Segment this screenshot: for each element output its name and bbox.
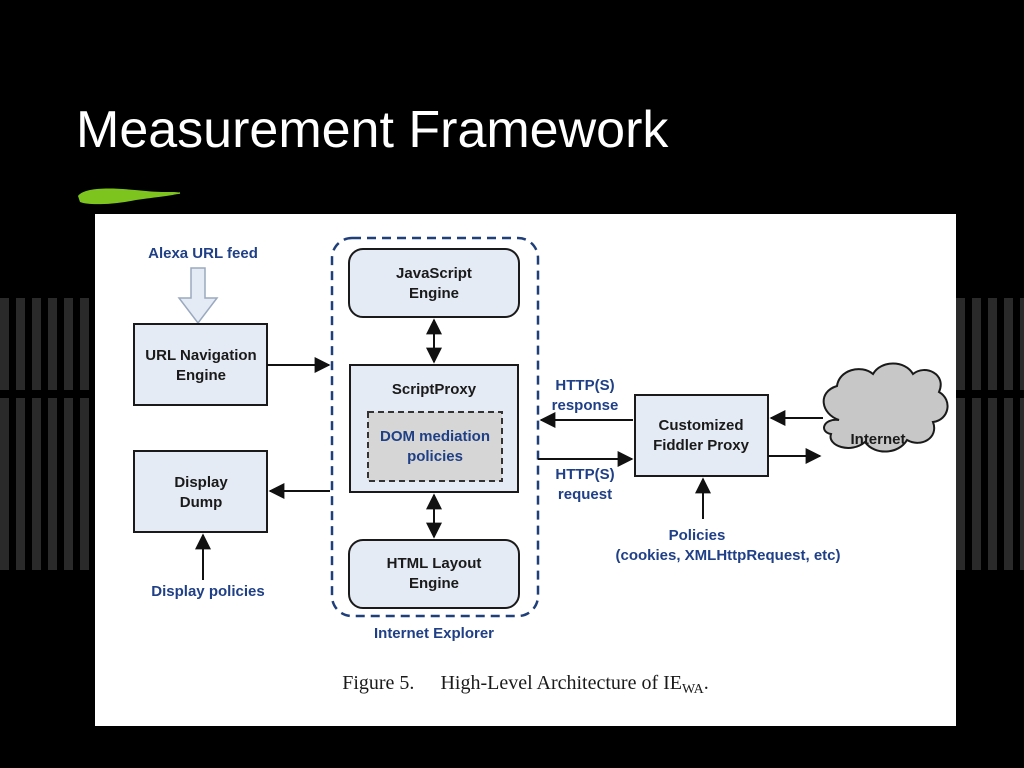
javascript-engine-label-2: Engine <box>409 285 459 302</box>
policies-label-2: (cookies, XMLHttpRequest, etc) <box>615 547 840 564</box>
http-response-label-1: HTTP(S) <box>555 377 614 394</box>
display-policies-label: Display policies <box>151 583 264 600</box>
http-request-label-2: request <box>558 486 612 503</box>
caption-text: High-Level Architecture of IE <box>440 672 682 694</box>
internet-explorer-group <box>330 236 540 618</box>
architecture-diagram: Internet Explorer Alexa URL feed URL Nav… <box>133 236 949 642</box>
internet-explorer-label: Internet Explorer <box>374 625 494 642</box>
alexa-url-feed-label: Alexa URL feed <box>148 245 258 262</box>
scriptproxy-label: ScriptProxy <box>392 381 477 398</box>
dom-mediation-label-1: DOM mediation <box>380 428 490 445</box>
alexa-feed-arrow <box>177 267 219 325</box>
slide-title: Measurement Framework <box>76 101 669 159</box>
policies-label-1: Policies <box>669 527 726 544</box>
decorative-stripes-left <box>0 298 100 570</box>
fiddler-proxy-label-1: Customized <box>658 417 743 434</box>
internet-cloud <box>822 362 949 453</box>
url-navigation-engine-label-2: Engine <box>176 367 226 384</box>
html-layout-engine-label-1: HTML Layout <box>387 555 482 572</box>
caption-subscript: WA <box>682 682 704 697</box>
html-layout-engine-label-2: Engine <box>409 575 459 592</box>
caption-end: . <box>703 672 709 694</box>
fiddler-proxy-box <box>634 394 769 477</box>
display-dump-box <box>133 450 268 533</box>
http-request-label-1: HTTP(S) <box>555 466 614 483</box>
javascript-engine-box <box>348 248 520 318</box>
dom-mediation-label-2: policies <box>407 448 463 465</box>
dom-mediation-policies-box <box>367 411 503 482</box>
http-response-label-2: response <box>552 397 619 414</box>
javascript-engine-label-1: JavaScript <box>396 265 472 282</box>
title-underline-swoosh <box>78 188 181 205</box>
fiddler-proxy-label-2: Fiddler Proxy <box>653 437 750 454</box>
caption-figure-number: Figure 5. <box>342 672 415 694</box>
internet-label: Internet <box>850 431 905 448</box>
url-navigation-engine-box <box>133 323 268 406</box>
figure-caption: Figure 5. High-Level Architecture of IEWA… <box>95 672 956 698</box>
architecture-figure: Internet Explorer Alexa URL feed URL Nav… <box>95 214 956 726</box>
html-layout-engine-box <box>348 539 520 609</box>
display-dump-label-1: Display <box>174 474 228 491</box>
url-navigation-engine-label-1: URL Navigation <box>145 347 256 364</box>
display-dump-label-2: Dump <box>180 494 223 511</box>
